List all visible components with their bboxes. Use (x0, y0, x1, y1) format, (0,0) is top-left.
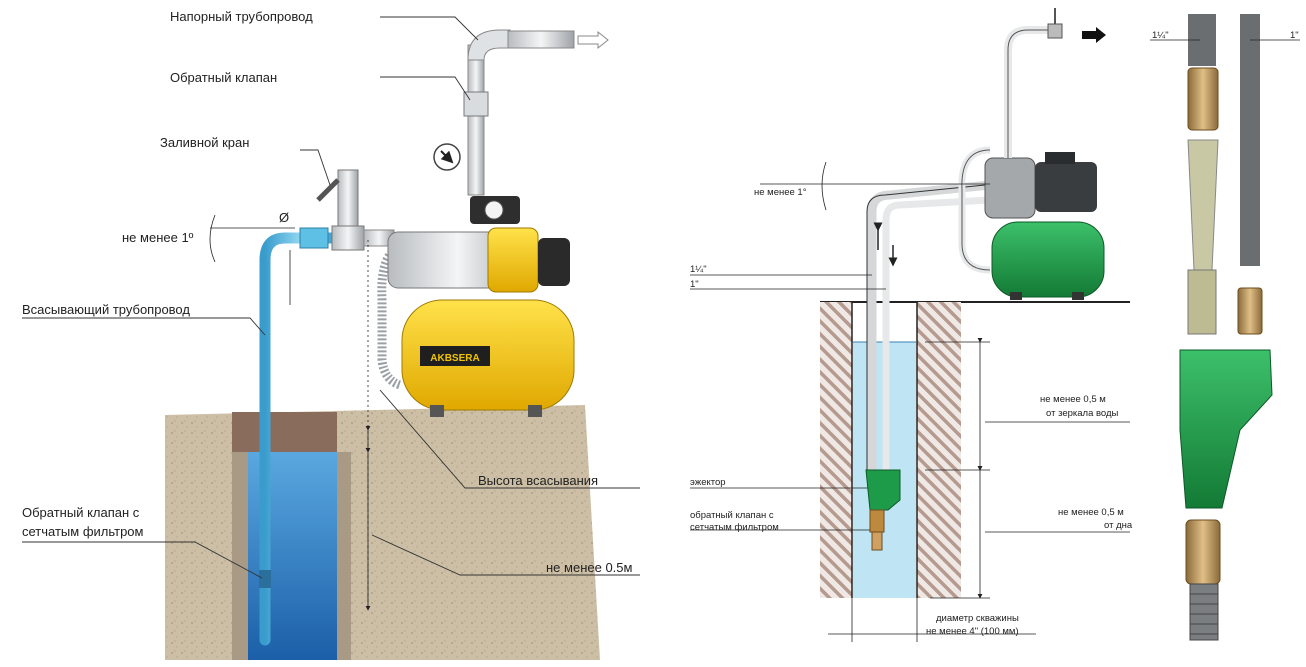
pump-hydraulic-head (984, 157, 1036, 219)
label-bottom-1: не менее 0,5 м (1058, 507, 1124, 518)
ejector (865, 469, 901, 511)
label-part-small: 1" (1290, 30, 1299, 41)
well-wall-left-hatch (820, 302, 852, 598)
foot-valve (869, 509, 885, 533)
flow-arrow-icon (577, 30, 609, 50)
label-foot-valve-right-2: сетчатым фильтром (690, 522, 779, 533)
brass-adapter-large (1187, 67, 1219, 131)
brass-adapter-small (1237, 287, 1263, 335)
label-ejector: эжектор (690, 477, 726, 488)
pump-motor-cover (487, 227, 539, 293)
pressure-pipe-elbow (467, 29, 511, 61)
label-min-slope: не менее 1º (122, 230, 194, 245)
right-diagram: не менее 1° 1¼" 1" не менее 0,5 м от зер… (690, 8, 1133, 642)
parts-strip: 1¼" 1" (1150, 14, 1300, 641)
label-diameter: Ø (279, 210, 289, 225)
pipe-connector (1187, 269, 1217, 335)
label-well-diameter-1: диаметр скважины (936, 613, 1019, 624)
label-foot-valve-right-1: обратный клапан с (690, 510, 774, 521)
label-pipe-large: 1¼" (690, 264, 707, 275)
label-mirror-1: не менее 0,5 м (1040, 394, 1106, 405)
outflow-arrow-icon (1082, 27, 1106, 43)
tapered-pipe (1187, 139, 1219, 271)
fill-tap-body (337, 169, 359, 227)
pump-motor (1035, 162, 1097, 212)
well-wall-right (337, 452, 351, 660)
tee-fitting (331, 225, 365, 251)
flex-hose (377, 246, 402, 390)
label-bottom-2: от дна (1104, 520, 1133, 531)
well-shaft-top (232, 412, 337, 452)
mesh-filter (1189, 583, 1219, 641)
pipe-segment-small (1240, 14, 1260, 266)
tank-foot-right (528, 405, 542, 417)
outlet-pipe (1004, 26, 1060, 158)
label-mirror-2: от зеркала воды (1046, 408, 1119, 419)
label-min-slope-right: не менее 1° (754, 187, 807, 198)
left-diagram: AKBSERA Напорный трубопровод Обратный кл… (22, 9, 640, 660)
label-part-large: 1¼" (1152, 30, 1169, 41)
label-pressure-pipe: Напорный трубопровод (170, 9, 313, 24)
label-fill-tap: Заливной кран (160, 135, 249, 150)
foot-valve (259, 570, 271, 588)
fill-tap-handle (316, 178, 340, 202)
label-foot-valve-2: сетчатым фильтром (22, 524, 144, 539)
ejector-body (1179, 349, 1273, 509)
pipe-joint (299, 227, 329, 249)
label-suction-height: Высота всасывания (478, 473, 598, 488)
pump-gauge-icon (484, 200, 504, 220)
pressure-tank (991, 221, 1105, 298)
suction-pipe (259, 232, 341, 646)
label-foot-valve-1: Обратный клапан с (22, 505, 140, 520)
well-wall-right-hatch (917, 302, 961, 598)
pipe-small (882, 196, 991, 480)
label-suction-pipe: Всасывающий трубопровод (22, 302, 190, 317)
label-pipe-small: 1" (690, 279, 699, 290)
label-min-depth: не менее 0.5м (546, 560, 633, 575)
well-wall-left (232, 452, 248, 660)
foot-valve-brass (1185, 519, 1221, 585)
pressure-pipe-horizontal (507, 30, 575, 49)
pressure-pipe-vertical (467, 44, 485, 196)
check-valve-body (463, 91, 489, 117)
ground-soil (165, 405, 600, 660)
tank-foot-left (430, 405, 444, 417)
label-well-diameter-2: не менее 4" (100 мм) (926, 626, 1019, 637)
tank-nameplate (420, 346, 490, 366)
pump-fan-cap (538, 238, 570, 286)
label-check-valve: Обратный клапан (170, 70, 277, 85)
pump-brand: AKBSERA (430, 353, 479, 364)
